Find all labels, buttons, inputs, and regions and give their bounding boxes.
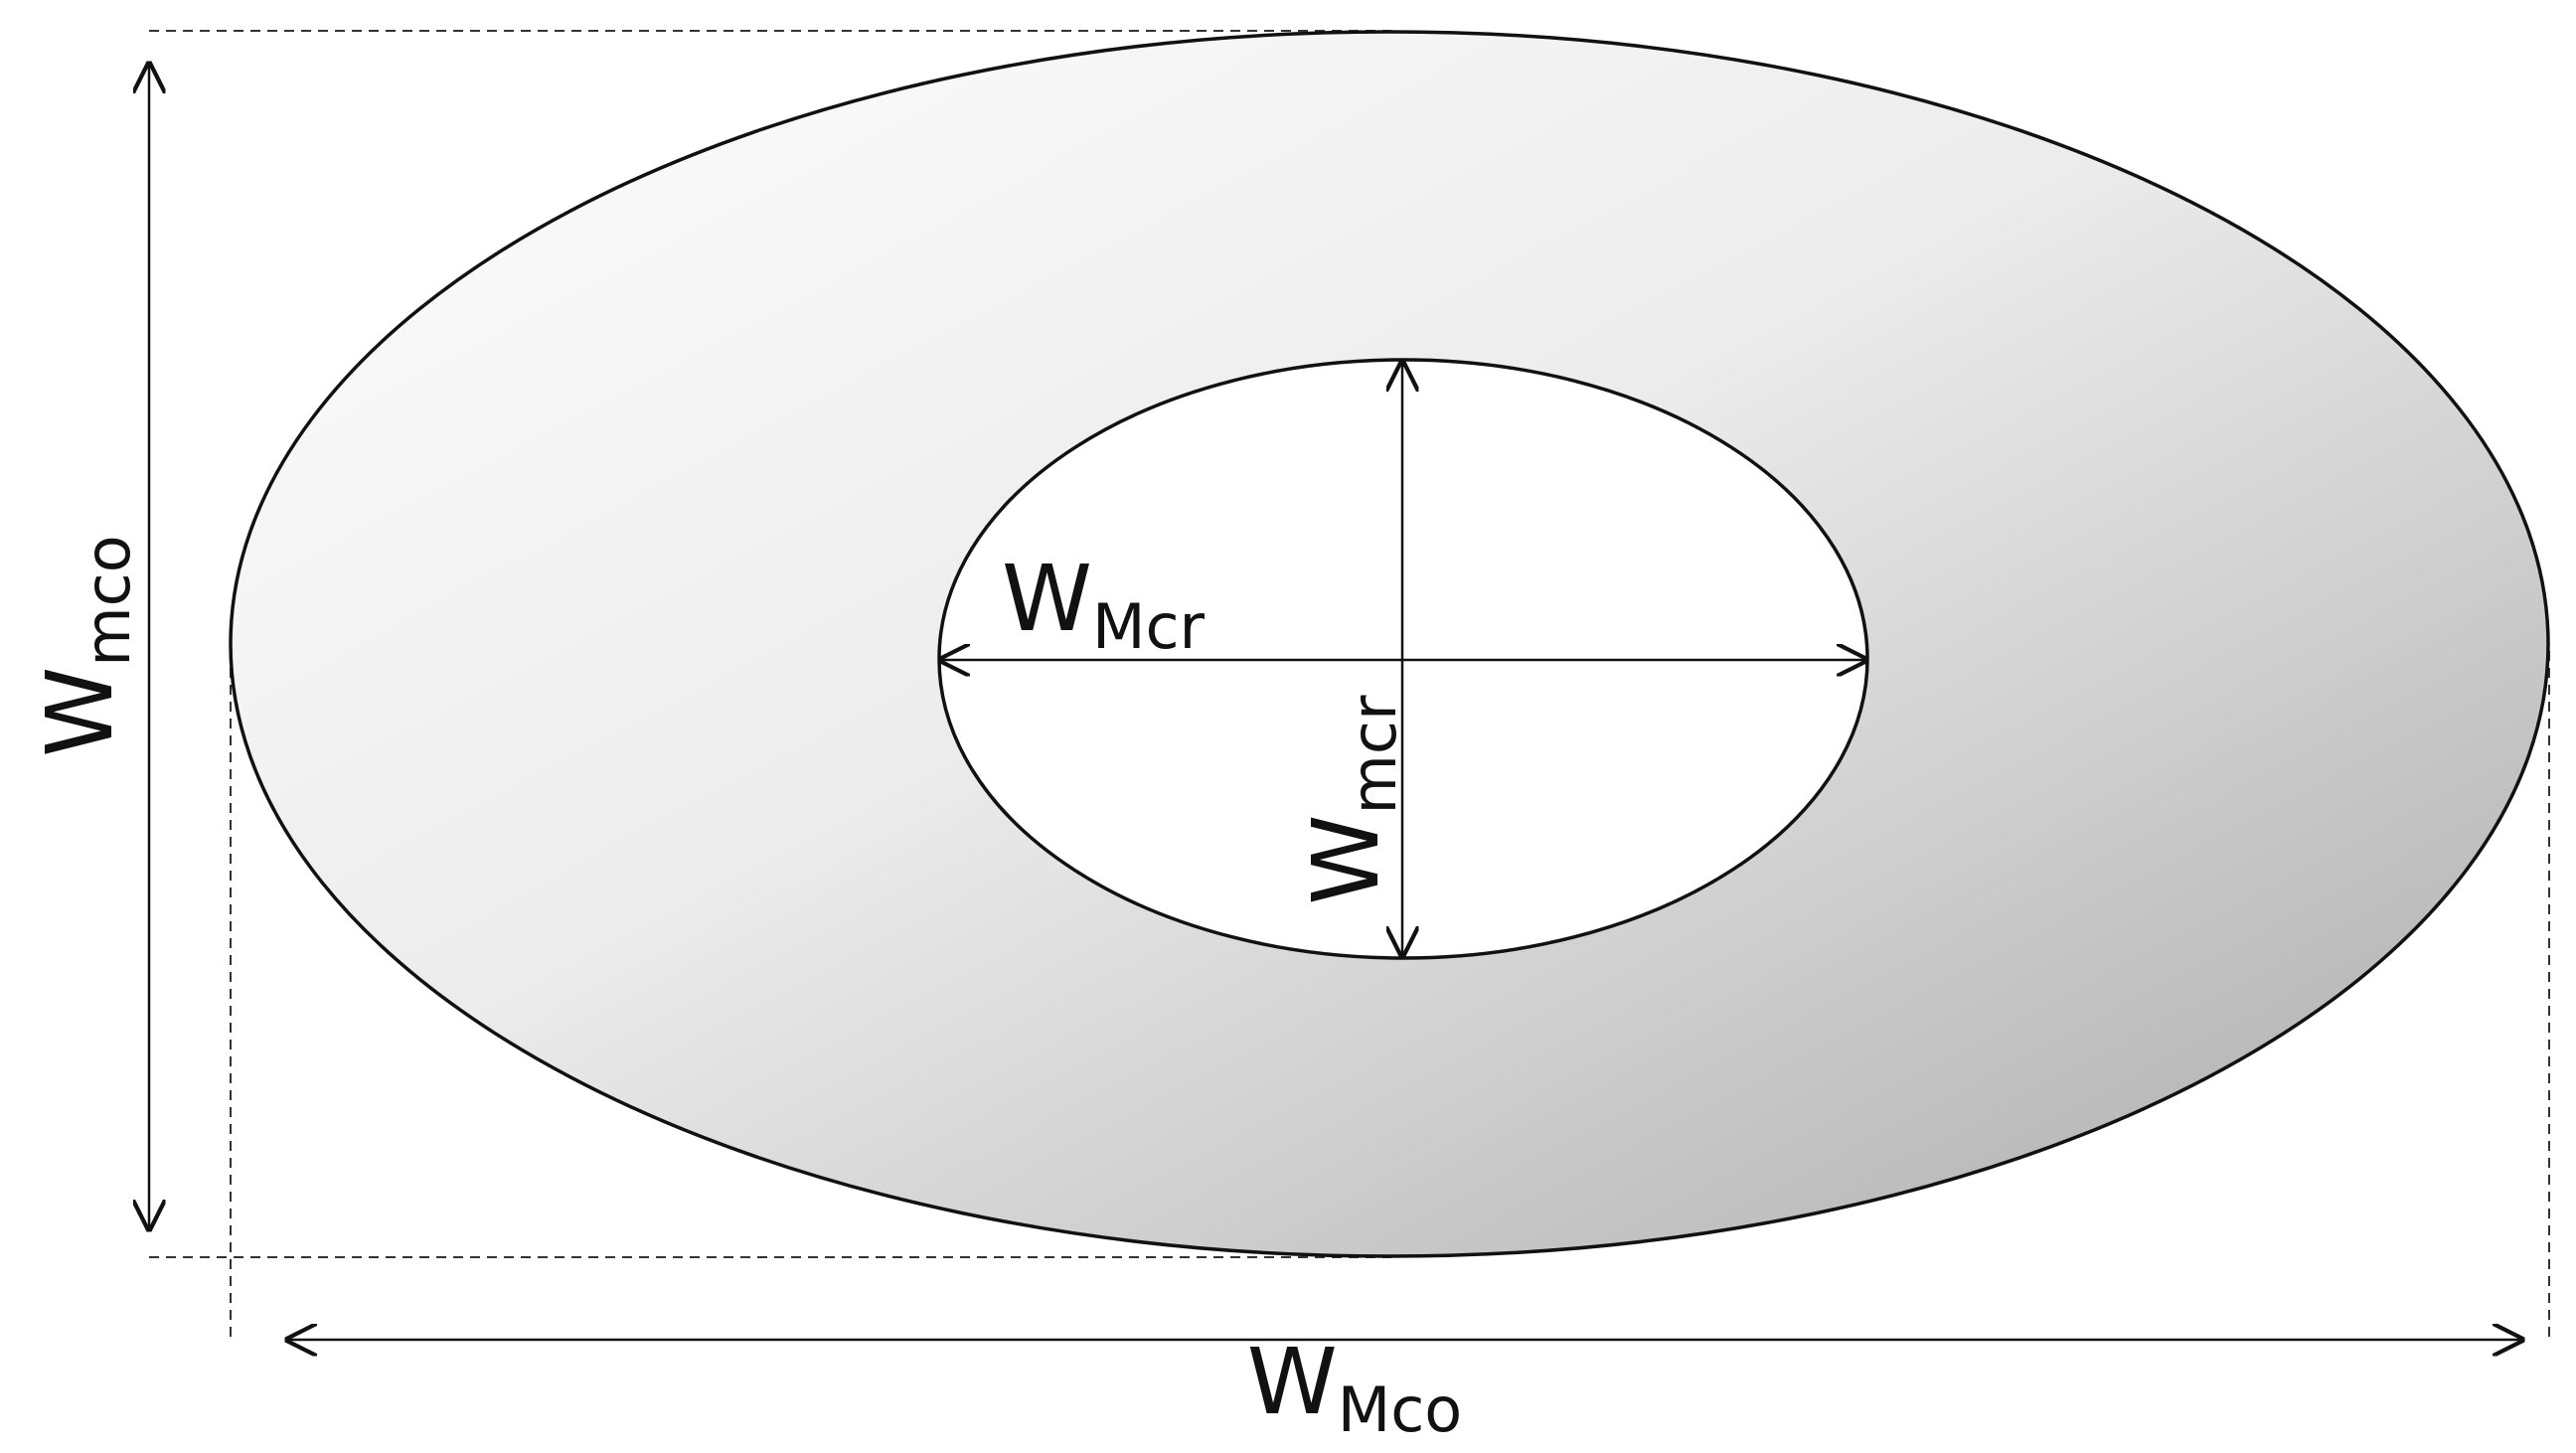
label-outer-major-main: W — [1247, 1329, 1338, 1435]
label-outer-minor-main: W — [27, 667, 133, 757]
label-inner-minor-main: W — [1293, 815, 1399, 905]
label-inner-minor: Wmcr — [1293, 695, 1410, 904]
label-inner-major-main: W — [1002, 546, 1092, 652]
label-outer-minor-sub: mco — [72, 535, 144, 666]
label-outer-major: WMco — [1247, 1329, 1462, 1446]
svg-text:Wmco: Wmco — [27, 535, 144, 756]
label-outer-major-sub: Mco — [1338, 1373, 1463, 1446]
label-inner-major: WMcr — [1002, 546, 1206, 663]
label-outer-minor: Wmco — [27, 535, 144, 756]
label-inner-major-sub: Mcr — [1092, 590, 1206, 663]
svg-text:Wmcr: Wmcr — [1293, 695, 1410, 904]
label-inner-minor-sub: mcr — [1338, 695, 1410, 814]
